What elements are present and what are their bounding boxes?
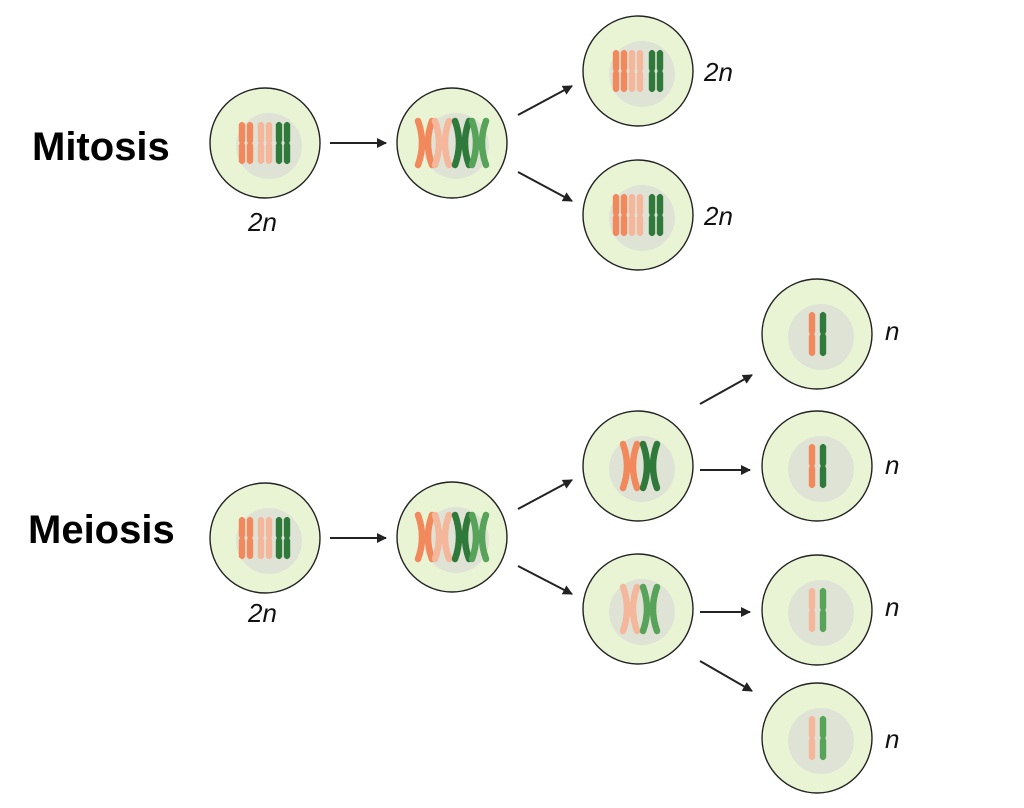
mitosis-arrow-2b: [517, 171, 573, 202]
chromosomes: [414, 117, 490, 169]
chromosomes: [808, 587, 827, 633]
meiosis-intermediate-cell-2: [582, 553, 694, 665]
chromosomes: [808, 311, 827, 357]
chromosomes: [238, 121, 291, 165]
mitosis-daughter-1-ploidy-label: 2n: [703, 57, 733, 87]
chromosomes: [612, 193, 664, 237]
chromosomes: [612, 49, 664, 93]
meiosis-arrow-3a: [699, 374, 753, 405]
chromosomes: [619, 583, 661, 635]
mitosis-daughter-cell-2: [582, 159, 694, 271]
meiosis-gamete-3-ploidy-label: n: [885, 592, 899, 622]
meiosis-gamete-cell-1: [761, 278, 873, 390]
mitosis-parent-ploidy-label: 2n: [247, 207, 277, 237]
chromosomes: [619, 440, 661, 492]
mitosis-daughter-cell-1: [582, 15, 694, 127]
mitosis-replicated-cell: [396, 87, 508, 199]
mitosis-arrow-2a: [517, 85, 573, 116]
meiosis-gamete-4-ploidy-label: n: [885, 724, 899, 754]
meiosis-gamete-cell-3: [761, 554, 873, 666]
chromosomes: [808, 715, 827, 761]
meiosis-intermediate-cell-1: [582, 410, 694, 522]
meiosis-parent-ploidy-label: 2n: [247, 598, 277, 628]
meiosis-title: Meiosis: [28, 508, 175, 552]
mitosis-parent-cell: [209, 87, 321, 199]
cells-layer: [209, 15, 873, 794]
meiosis-arrow-2a: [517, 479, 573, 510]
chromosomes: [238, 516, 291, 560]
mitosis-title: Mitosis: [32, 125, 170, 169]
arrows-layer: [330, 85, 753, 692]
chromosomes: [808, 443, 827, 489]
mitosis-daughter-2-ploidy-label: 2n: [703, 201, 733, 231]
meiosis-gamete-2-ploidy-label: n: [885, 450, 899, 480]
meiosis-arrow-3d: [699, 660, 753, 692]
meiosis-replicated-cell: [396, 481, 508, 593]
meiosis-gamete-1-ploidy-label: n: [885, 316, 899, 346]
meiosis-arrow-2b: [517, 565, 573, 595]
meiosis-parent-cell: [209, 482, 321, 594]
meiosis-gamete-cell-4: [761, 682, 873, 794]
meiosis-gamete-cell-2: [761, 410, 873, 522]
chromosomes: [414, 511, 490, 563]
